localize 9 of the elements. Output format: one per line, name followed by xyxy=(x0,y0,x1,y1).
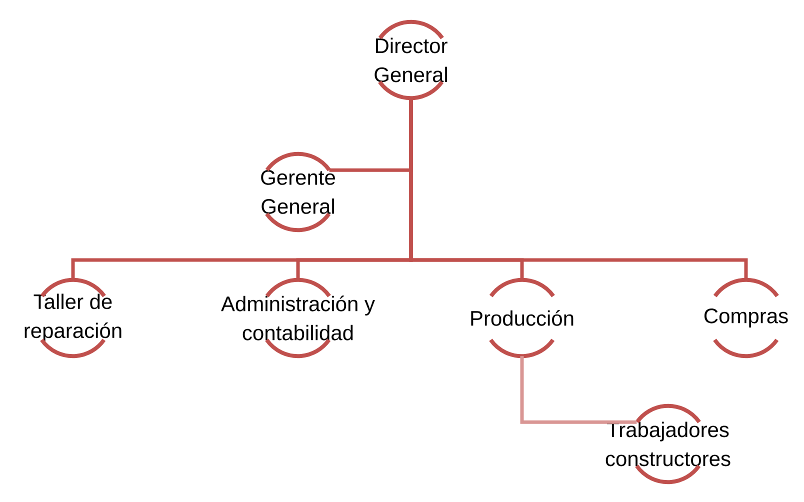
position-node: Trabajadores constructores xyxy=(606,404,730,484)
position-node: Producción xyxy=(471,278,574,358)
connector-line xyxy=(520,356,637,424)
position-node: Gerente General xyxy=(261,152,335,232)
connector-line xyxy=(409,98,748,280)
position-node: Administración y contabilidad xyxy=(221,278,375,358)
position-node: Taller de reparación xyxy=(24,278,122,358)
position-node: Compras xyxy=(704,278,788,358)
position-node: Director General xyxy=(374,20,448,100)
